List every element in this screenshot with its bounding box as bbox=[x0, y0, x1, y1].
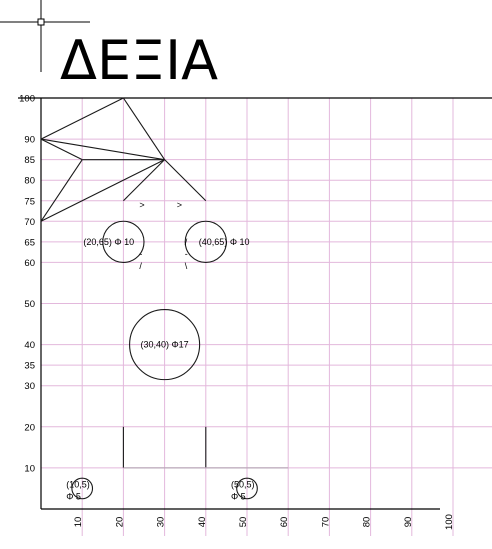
eye-right-mark-3: - bbox=[185, 249, 188, 259]
x-tick-label: 10 bbox=[73, 517, 84, 528]
drawing-line-2 bbox=[40, 138, 165, 161]
drawing-circles bbox=[71, 220, 258, 500]
drawing-line-3 bbox=[40, 138, 83, 161]
drawing-line-7 bbox=[123, 159, 165, 202]
eye-right-mark-1: > bbox=[177, 200, 182, 210]
circle-wheel-left bbox=[71, 477, 94, 500]
x-tick-label: 70 bbox=[320, 517, 331, 528]
x-axis-labels: 10 20 30 40 50 60 70 80 90 100 bbox=[73, 514, 455, 530]
grid-lines bbox=[41, 97, 492, 536]
wheel-left-diameter-label: Φ 5 bbox=[66, 491, 81, 501]
x-tick-label: 30 bbox=[156, 517, 167, 528]
circle-wheel-right bbox=[236, 477, 258, 500]
eye-right-mark-2: / bbox=[185, 237, 188, 247]
circle-eye-right bbox=[184, 220, 227, 264]
eye-left-mark-1: > bbox=[139, 200, 144, 210]
x-tick-label: 100 bbox=[444, 514, 455, 530]
drawing-line-1 bbox=[122, 97, 166, 160]
y-tick-label: 35 bbox=[24, 361, 35, 372]
y-tick-label: 30 bbox=[24, 381, 35, 392]
page-title: ΔΕΞΙΑ bbox=[60, 29, 218, 92]
x-tick-label: 20 bbox=[114, 517, 125, 528]
y-tick-label: 100 bbox=[19, 94, 35, 105]
circle-eye-left bbox=[102, 220, 145, 264]
y-tick-label: 60 bbox=[24, 258, 35, 269]
x-tick-label: 90 bbox=[403, 517, 414, 528]
y-tick-label: 80 bbox=[24, 176, 35, 187]
y-tick-label: 40 bbox=[24, 340, 35, 351]
wheel-right-coord-label: (50,5) bbox=[231, 479, 255, 489]
crosshair-cursor-icon bbox=[0, 0, 90, 72]
wheel-left-coord-label: (10,5) bbox=[66, 479, 90, 489]
y-axis-labels: 10 20 30 35 40 50 60 65 70 75 80 85 90 100 bbox=[19, 94, 35, 475]
x-tick-label: 40 bbox=[197, 517, 208, 528]
x-tick-label: 60 bbox=[279, 517, 290, 528]
y-tick-label: 50 bbox=[24, 299, 35, 310]
y-tick-label: 10 bbox=[24, 463, 35, 474]
eye-left-label: (20,65) Φ 10 bbox=[83, 237, 134, 247]
eye-right-mark-4: \ bbox=[185, 261, 188, 271]
annotations: (30,40) Φ17 (20,65) Φ 10 (40,65) Φ 10 (10,5… bbox=[66, 200, 254, 502]
drawing-line-4 bbox=[40, 159, 83, 222]
y-tick-label: 75 bbox=[24, 196, 35, 207]
y-tick-label: 85 bbox=[24, 155, 35, 166]
y-tick-label: 70 bbox=[24, 217, 35, 228]
drawing-lines bbox=[40, 97, 289, 469]
y-tick-label: 65 bbox=[24, 237, 35, 248]
circle-body bbox=[129, 309, 201, 381]
x-tick-label: 50 bbox=[238, 517, 249, 528]
drawing-line-0 bbox=[40, 97, 124, 140]
axes bbox=[18, 97, 492, 510]
wheel-right-diameter-label: Φ 5 bbox=[231, 491, 246, 501]
drawing-line-6 bbox=[40, 159, 165, 222]
x-tick-label: 80 bbox=[362, 517, 373, 528]
eye-right-label: (40,65) Φ 10 bbox=[199, 237, 250, 247]
y-tick-label: 90 bbox=[24, 135, 35, 146]
y-tick-label: 20 bbox=[24, 422, 35, 433]
drawing-line-8 bbox=[164, 159, 207, 202]
eye-left-mark-3: / bbox=[139, 261, 142, 271]
eye-left-mark-2: - bbox=[139, 249, 142, 259]
body-label: (30,40) Φ17 bbox=[140, 340, 188, 350]
